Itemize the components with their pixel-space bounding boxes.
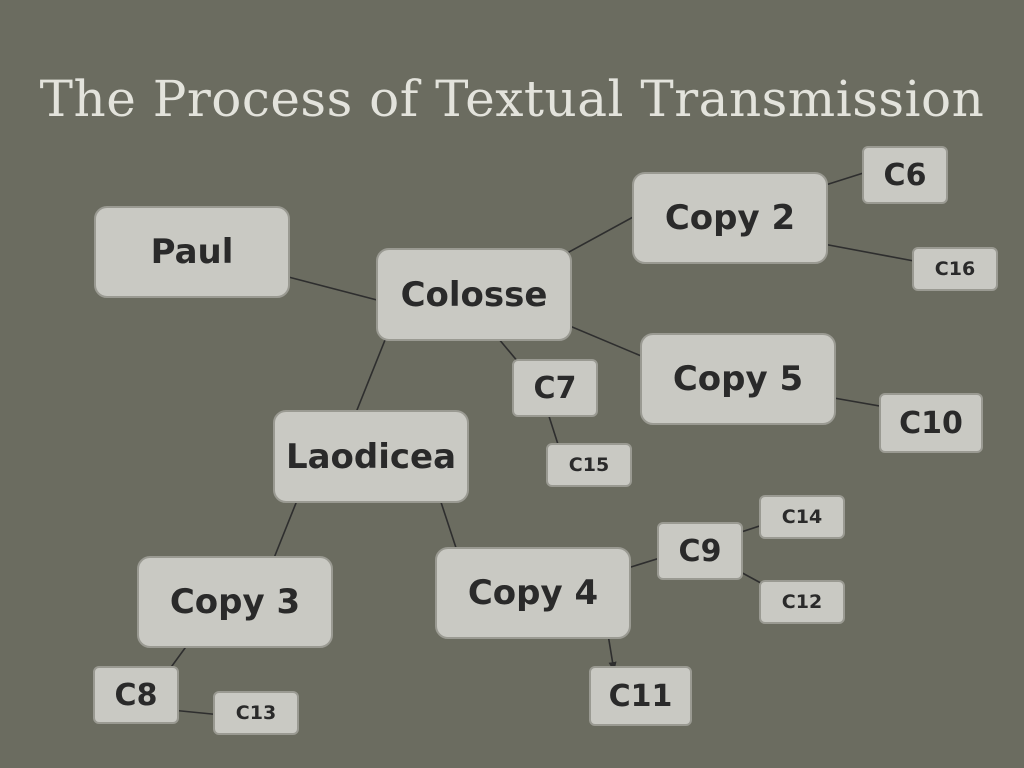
node-c9: C9: [657, 522, 743, 580]
node-c11: C11: [589, 666, 692, 726]
node-c15: C15: [546, 443, 632, 487]
node-c10: C10: [879, 393, 983, 453]
node-copy4: Copy 4: [435, 547, 631, 639]
node-label: C15: [568, 454, 610, 476]
node-label: C10: [899, 405, 963, 441]
slide-title: The Process of Textual Transmission: [39, 70, 985, 128]
node-label: C9: [678, 533, 722, 569]
node-c7: C7: [512, 359, 598, 417]
node-copy2: Copy 2: [632, 172, 828, 264]
node-c12: C12: [759, 580, 845, 624]
node-label: C8: [114, 677, 158, 713]
node-label: Laodicea: [285, 436, 457, 477]
node-c8: C8: [93, 666, 179, 724]
node-copy5: Copy 5: [640, 333, 836, 425]
node-label: C6: [883, 157, 927, 193]
node-copy3: Copy 3: [137, 556, 333, 648]
node-laodicea: Laodicea: [273, 410, 469, 503]
node-label: Copy 5: [672, 359, 804, 399]
node-paul: Paul: [94, 206, 290, 298]
node-colosse: Colosse: [376, 248, 572, 341]
node-label: Copy 2: [664, 198, 796, 238]
node-label: Copy 3: [169, 582, 301, 622]
node-label: C14: [781, 506, 823, 528]
node-label: C13: [235, 702, 277, 724]
node-c14: C14: [759, 495, 845, 539]
node-c6: C6: [862, 146, 948, 204]
node-label: Colosse: [400, 274, 548, 315]
node-label: Paul: [150, 232, 234, 272]
node-label: C7: [533, 370, 577, 406]
node-label: C16: [934, 258, 976, 280]
node-c16: C16: [912, 247, 998, 291]
node-label: C12: [781, 591, 823, 613]
node-label: Copy 4: [467, 573, 599, 613]
node-label: C11: [608, 678, 673, 714]
node-c13: C13: [213, 691, 299, 735]
